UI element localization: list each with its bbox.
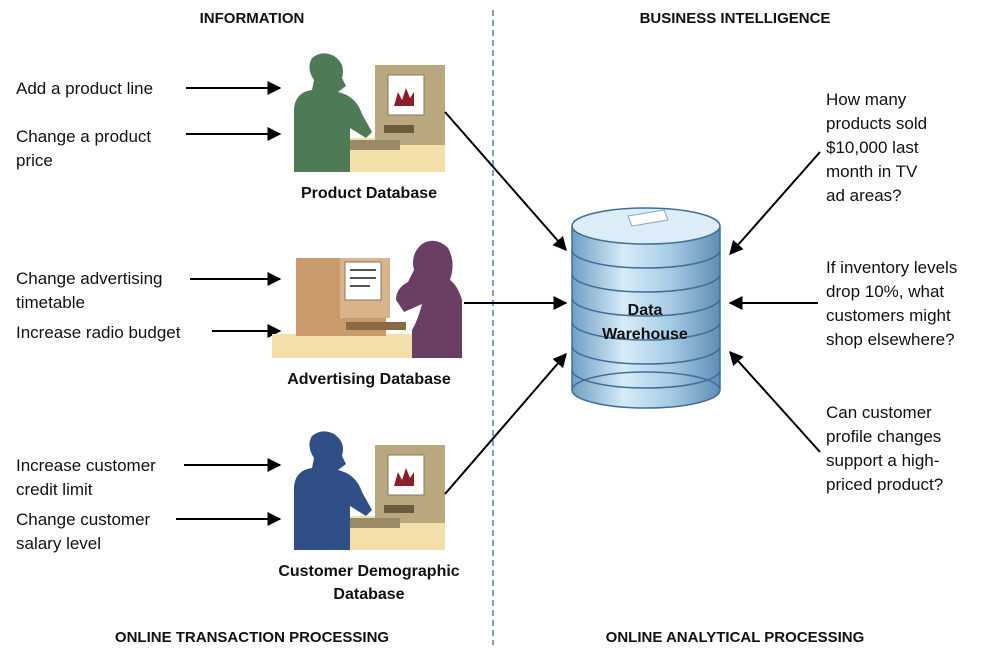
input-label-increase-radio-budget: Increase radio budget	[16, 323, 181, 342]
input-label-change-advertising-timetable-2: timetable	[16, 293, 85, 312]
header-olap: ONLINE ANALYTICAL PROCESSING	[606, 629, 865, 646]
question-customer-profile-2: profile changes	[826, 427, 941, 446]
customer-person	[294, 431, 372, 550]
question-sales-tv-ad-areas-5: ad areas?	[826, 186, 902, 205]
question-sales-tv-ad-areas: How many	[826, 90, 907, 109]
question-sales-tv-ad-areas-3: $10,000 last	[826, 138, 919, 157]
input-label-change-salary-level: Change customer	[16, 510, 151, 529]
arrow-left-icon	[729, 151, 821, 256]
input-label-change-product-price-2: price	[16, 151, 53, 170]
question-inventory-drop: If inventory levels	[826, 258, 957, 277]
input-label-change-salary-level-2: salary level	[16, 534, 101, 553]
question-inventory-drop-2: drop 10%, what	[826, 282, 944, 301]
advertising-database-label: Advertising Database	[287, 371, 451, 388]
arrow-right-icon	[444, 111, 567, 252]
arrow-right-icon	[444, 352, 567, 495]
product-person	[294, 53, 372, 172]
advertising-database-computer-user-icon	[272, 240, 462, 358]
input-label-change-product-price: Change a product	[16, 127, 151, 146]
input-label-change-advertising-timetable: Change advertising	[16, 269, 162, 288]
header-business-intelligence: BUSINESS INTELLIGENCE	[640, 10, 831, 27]
input-label-increase-credit-limit: Increase customer	[16, 456, 156, 475]
customer-database-computer-user-icon	[294, 431, 445, 550]
warehouse-label: Data	[628, 302, 663, 319]
product-database-label: Product Database	[301, 185, 437, 202]
input-label-add-product-line: Add a product line	[16, 79, 153, 98]
header-information: INFORMATION	[200, 10, 305, 27]
customer-database-label: Customer Demographic	[278, 563, 459, 580]
question-customer-profile-4: priced product?	[826, 475, 943, 494]
header-oltp: ONLINE TRANSACTION PROCESSING	[115, 629, 389, 646]
input-label-increase-credit-limit-2: credit limit	[16, 480, 93, 499]
question-sales-tv-ad-areas-2: products sold	[826, 114, 927, 133]
arrow-left-icon	[729, 350, 821, 453]
question-inventory-drop-3: customers might	[826, 306, 951, 325]
question-customer-profile-3: support a high-	[826, 451, 939, 470]
question-inventory-drop-4: shop elsewhere?	[826, 330, 955, 349]
advertising-person	[396, 240, 462, 358]
question-customer-profile: Can customer	[826, 403, 932, 422]
product-database-computer-user-icon	[294, 53, 445, 172]
data-warehouse-database-cylinder-icon	[571, 207, 721, 409]
question-sales-tv-ad-areas-4: month in TV	[826, 162, 918, 181]
customer-database-label-2: Database	[333, 586, 404, 603]
warehouse-label-2: Warehouse	[602, 326, 688, 343]
